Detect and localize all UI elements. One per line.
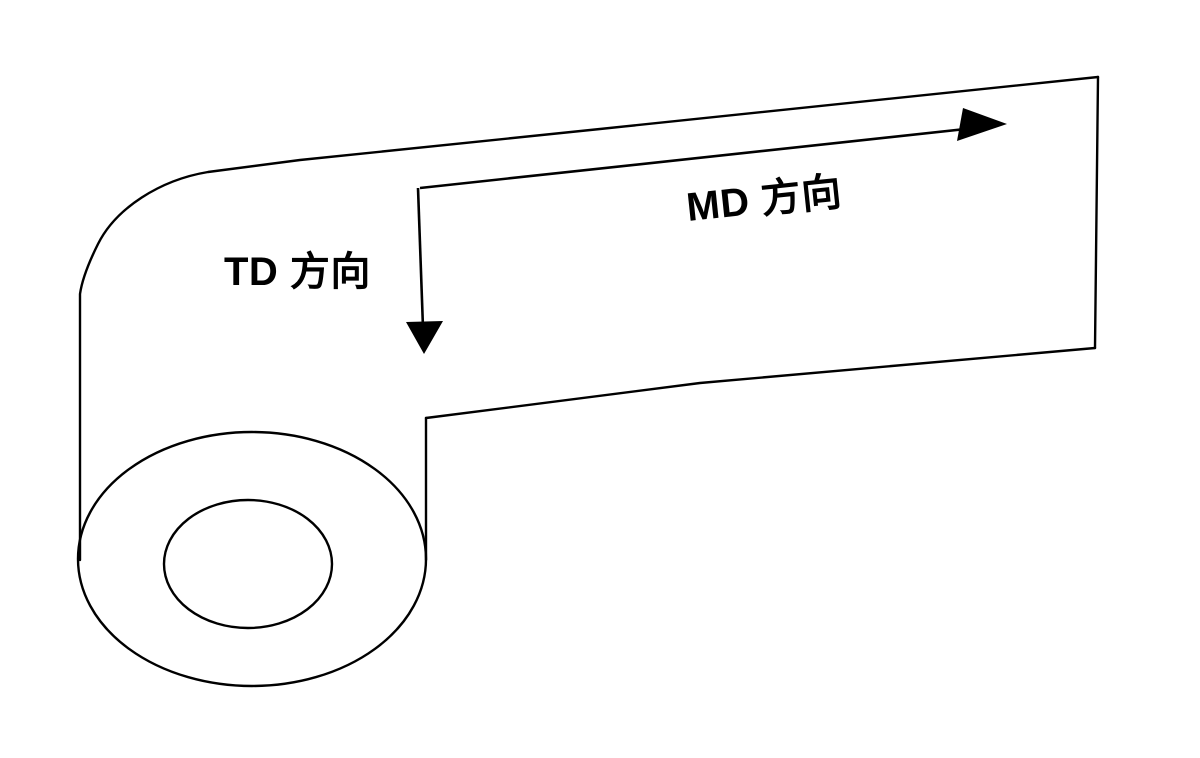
td-arrow-shaft xyxy=(416,187,425,329)
md-direction-arrow xyxy=(419,108,1007,190)
td-direction-label: TD 方向 xyxy=(224,250,371,294)
web-top-and-left-edge xyxy=(78,75,1100,562)
film-roll xyxy=(76,416,428,688)
roll-core-hole xyxy=(162,498,334,630)
web-sheet xyxy=(78,75,1100,562)
md-arrow-shaft xyxy=(419,126,976,190)
md-arrow-head-icon xyxy=(957,108,1007,141)
td-direction-arrow xyxy=(406,187,443,354)
td-arrow-head-icon xyxy=(406,321,443,354)
roll-outer-circle xyxy=(76,430,428,688)
web-bottom-edge xyxy=(424,346,1097,420)
web-right-edge xyxy=(1093,75,1100,350)
